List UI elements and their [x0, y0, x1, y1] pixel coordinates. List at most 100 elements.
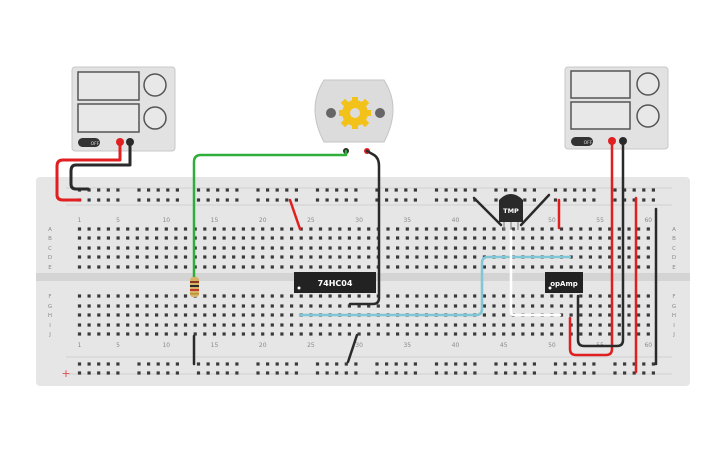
breadboard-hole[interactable] — [116, 313, 120, 317]
breadboard-hole[interactable] — [367, 323, 371, 327]
breadboard-hole[interactable] — [232, 332, 236, 336]
breadboard-hole[interactable] — [357, 236, 361, 240]
breadboard-hole[interactable] — [232, 255, 236, 259]
breadboard-hole[interactable] — [376, 323, 380, 327]
breadboard-hole[interactable] — [415, 323, 419, 327]
rail-hole[interactable] — [454, 198, 458, 202]
breadboard-hole[interactable] — [492, 246, 496, 250]
breadboard-hole[interactable] — [87, 313, 91, 317]
breadboard-hole[interactable] — [559, 313, 564, 317]
breadboard-hole[interactable] — [299, 236, 303, 240]
rail-hole[interactable] — [504, 362, 508, 366]
breadboard-hole[interactable] — [270, 246, 274, 250]
breadboard-hole[interactable] — [222, 304, 226, 308]
breadboard-hole[interactable] — [318, 332, 323, 336]
voltage-knob[interactable] — [143, 73, 167, 97]
rail-hole[interactable] — [494, 371, 498, 375]
breadboard-hole[interactable] — [251, 246, 255, 250]
breadboard-hole[interactable] — [164, 323, 168, 327]
rail-hole[interactable] — [344, 188, 348, 192]
breadboard-hole[interactable] — [357, 255, 361, 259]
breadboard-hole[interactable] — [434, 246, 438, 250]
rail-hole[interactable] — [354, 362, 358, 366]
breadboard-hole[interactable] — [174, 313, 178, 317]
breadboard-hole[interactable] — [588, 265, 592, 269]
rail-hole[interactable] — [513, 371, 517, 375]
current-knob[interactable] — [143, 106, 167, 130]
rail-hole[interactable] — [463, 362, 467, 366]
rail-hole[interactable] — [175, 188, 179, 192]
breadboard-hole[interactable] — [550, 304, 554, 308]
breadboard-hole[interactable] — [290, 255, 294, 259]
breadboard-hole[interactable] — [135, 236, 139, 240]
breadboard-hole[interactable] — [531, 332, 535, 336]
breadboard-hole[interactable] — [241, 323, 245, 327]
power-button[interactable] — [571, 137, 593, 146]
rail-hole[interactable] — [375, 362, 379, 366]
breadboard-hole[interactable] — [550, 294, 554, 298]
rail-hole[interactable] — [623, 362, 627, 366]
breadboard-hole[interactable] — [579, 304, 583, 308]
rail-hole[interactable] — [116, 371, 120, 375]
breadboard-hole[interactable] — [212, 304, 217, 308]
breadboard-hole[interactable] — [463, 246, 467, 250]
wire-black-motor[interactable] — [348, 149, 381, 306]
rail-hole[interactable] — [335, 362, 339, 366]
dc-motor[interactable] — [314, 79, 394, 154]
breadboard-hole[interactable] — [328, 246, 332, 250]
breadboard-hole[interactable] — [164, 246, 168, 250]
breadboard-hole[interactable] — [106, 246, 110, 250]
breadboard-hole[interactable] — [232, 313, 236, 317]
breadboard-hole[interactable] — [135, 304, 139, 308]
breadboard-hole[interactable] — [116, 304, 120, 308]
rail-hole[interactable] — [463, 198, 467, 202]
rail-hole[interactable] — [225, 198, 229, 202]
rail-hole[interactable] — [166, 198, 170, 202]
breadboard-hole[interactable] — [203, 255, 207, 259]
wire-white-tmp-out[interactable] — [509, 228, 562, 317]
breadboard-hole[interactable] — [328, 294, 332, 298]
breadboard-hole[interactable] — [183, 265, 188, 269]
rail-hole[interactable] — [642, 362, 646, 366]
rail-hole[interactable] — [444, 362, 448, 366]
breadboard-hole[interactable] — [241, 313, 245, 317]
rail-hole[interactable] — [385, 188, 389, 192]
breadboard-hole[interactable] — [232, 294, 236, 298]
breadboard-hole[interactable] — [482, 313, 486, 317]
breadboard-hole[interactable] — [251, 255, 255, 259]
breadboard-hole[interactable] — [396, 227, 400, 231]
breadboard-hole[interactable] — [126, 323, 130, 327]
breadboard-hole[interactable] — [145, 255, 149, 259]
breadboard-hole[interactable] — [511, 304, 515, 308]
breadboard-hole[interactable] — [463, 236, 467, 240]
breadboard-hole[interactable] — [531, 304, 535, 308]
breadboard-hole[interactable] — [97, 236, 101, 240]
rail-hole[interactable] — [563, 362, 567, 366]
breadboard-hole[interactable] — [453, 227, 458, 231]
rail-hole[interactable] — [504, 371, 508, 375]
breadboard-hole[interactable] — [357, 246, 361, 250]
breadboard-hole[interactable] — [203, 323, 207, 327]
breadboard-hole[interactable] — [155, 255, 159, 259]
breadboard-hole[interactable] — [183, 323, 188, 327]
breadboard-hole[interactable] — [463, 332, 467, 336]
breadboard-hole[interactable] — [77, 332, 82, 336]
rail-hole[interactable] — [444, 188, 448, 192]
breadboard-hole[interactable] — [386, 246, 390, 250]
breadboard-hole[interactable] — [183, 255, 188, 259]
rail-hole[interactable] — [175, 362, 179, 366]
breadboard-hole[interactable] — [579, 236, 583, 240]
breadboard-hole[interactable] — [396, 294, 400, 298]
rail-hole[interactable] — [275, 362, 279, 366]
breadboard-hole[interactable] — [251, 323, 255, 327]
breadboard-hole[interactable] — [598, 246, 602, 250]
rail-hole[interactable] — [266, 362, 270, 366]
breadboard-hole[interactable] — [540, 265, 544, 269]
breadboard-hole[interactable] — [386, 294, 390, 298]
breadboard-hole[interactable] — [579, 332, 583, 336]
breadboard-hole[interactable] — [627, 313, 631, 317]
breadboard-hole[interactable] — [290, 246, 294, 250]
breadboard-hole[interactable] — [126, 294, 130, 298]
breadboard-hole[interactable] — [77, 323, 82, 327]
rail-hole[interactable] — [87, 362, 91, 366]
